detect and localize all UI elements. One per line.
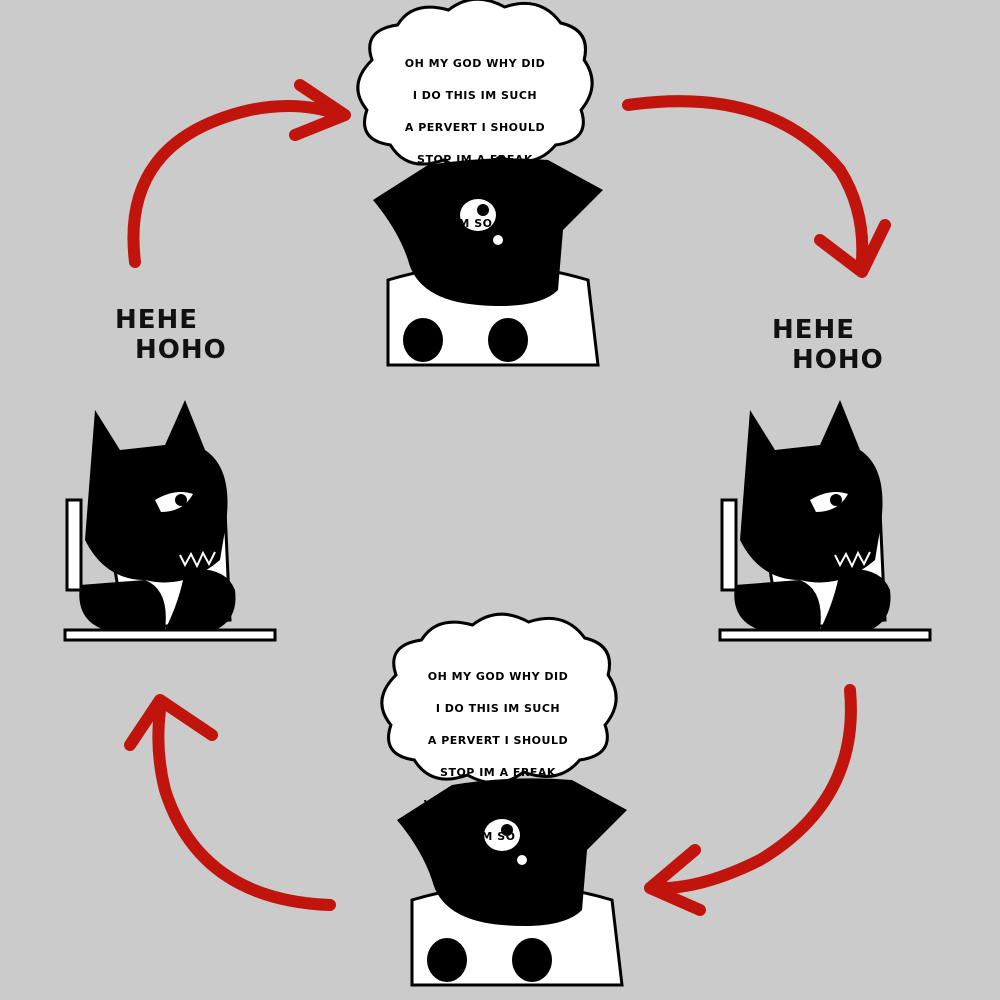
thought-line: STOP IM A FREAK — [440, 766, 556, 779]
thought-line: A PERVERT I SHOULD — [427, 734, 569, 747]
arrow-top-left — [127, 100, 346, 268]
thought-text-top: OH MY GOD WHY DID I DO THIS IM SUCH A PE… — [380, 40, 570, 248]
laugh-line: HOHO — [135, 335, 227, 365]
arrow-top-right — [622, 95, 869, 266]
laugh-line: HEHE — [115, 305, 199, 335]
laugh-text-right: HEHE HOHO — [772, 315, 884, 375]
laugh-line: HEHE — [772, 315, 856, 345]
arrow-bottom-right — [649, 684, 857, 895]
thought-line: WHAT WILL EVERYONE — [423, 798, 573, 811]
smirking-character-right — [718, 398, 932, 642]
thought-line: THINK IM SO GROSS — [431, 830, 565, 843]
thought-line: THINK IM SO GROSS — [408, 217, 542, 230]
thought-line: I DO THIS IM SUCH — [435, 702, 561, 715]
panel-left — [63, 398, 277, 642]
thought-line: OH MY GOD WHY DID — [404, 57, 546, 70]
thought-line: I DO THIS IM SUCH — [412, 89, 538, 102]
thought-line: A PERVERT I SHOULD — [404, 121, 546, 134]
arrowhead-top-right — [814, 219, 891, 278]
thought-text-bottom: OH MY GOD WHY DID I DO THIS IM SUCH A PE… — [403, 653, 593, 861]
arrowhead-bottom-right — [644, 844, 706, 916]
thought-line: OH MY GOD WHY DID — [427, 670, 569, 683]
smirking-character-left — [63, 398, 277, 642]
panel-right — [718, 398, 932, 642]
laugh-line: HOHO — [792, 345, 884, 375]
arrowhead-top-left — [289, 79, 351, 141]
thought-line: STOP IM A FREAK — [417, 153, 533, 166]
arrowhead-bottom-left — [124, 694, 218, 751]
thought-line: WHAT WILL EVERYONE — [400, 185, 550, 198]
arrow-bottom-left — [152, 704, 336, 911]
arrows — [124, 79, 891, 916]
laugh-text-left: HEHE HOHO — [115, 305, 227, 365]
